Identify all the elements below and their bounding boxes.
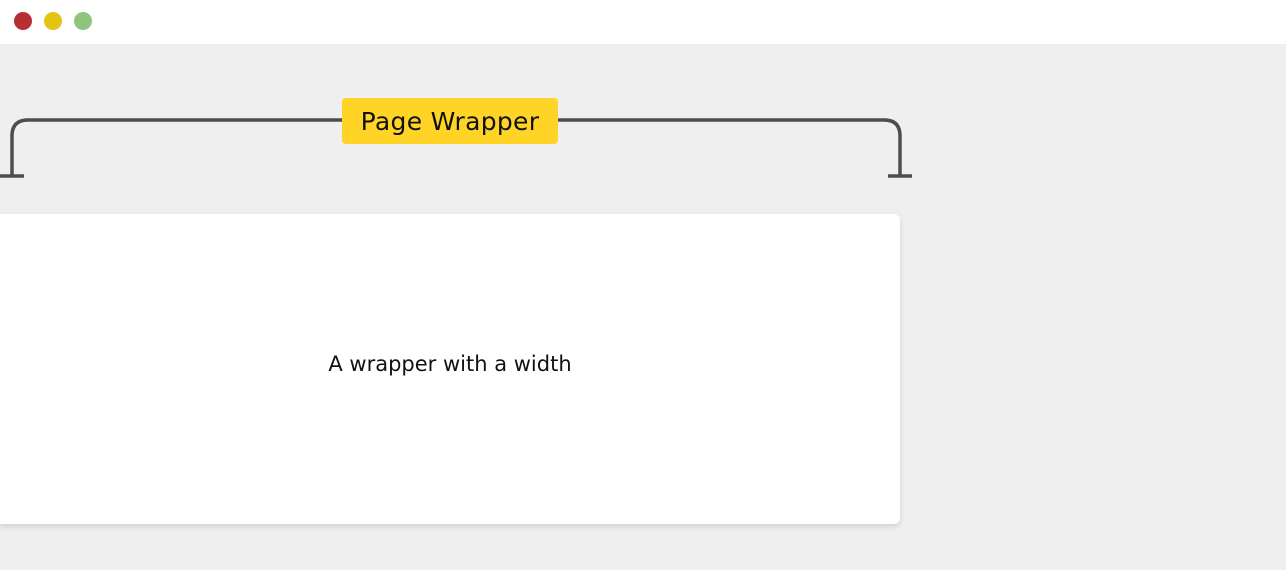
wrapper-card: A wrapper with a width	[0, 214, 900, 524]
window-titlebar	[0, 0, 1286, 44]
page-wrapper-label: Page Wrapper	[342, 98, 558, 144]
close-window-button[interactable]	[14, 12, 32, 30]
wrapper-card-text: A wrapper with a width	[328, 352, 572, 376]
minimize-window-button[interactable]	[44, 12, 62, 30]
maximize-window-button[interactable]	[74, 12, 92, 30]
